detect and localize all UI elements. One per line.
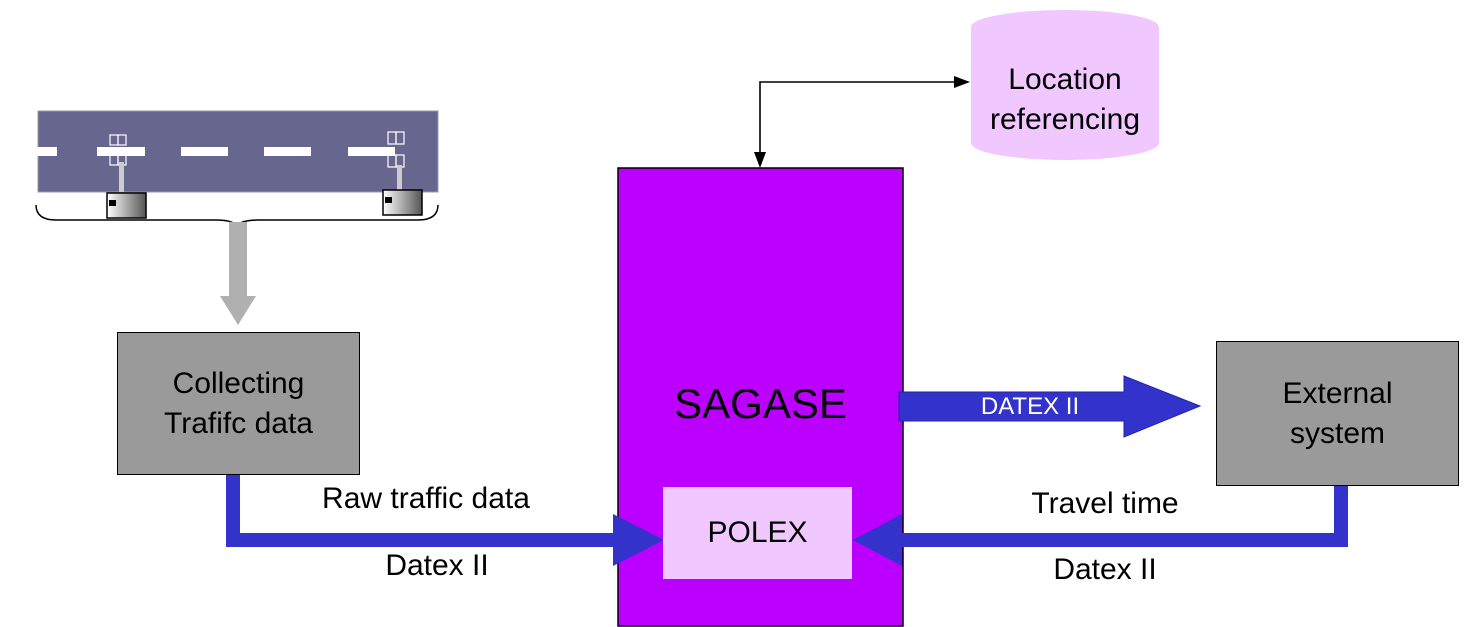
collecting-traffic-box: Collecting Trafifc data (117, 332, 360, 475)
sensor-icon (106, 192, 147, 219)
arrowhead-right (954, 76, 970, 88)
polex-box: POLEX (663, 487, 852, 579)
raw-data-arrowhead (613, 514, 664, 566)
arrowhead-down (754, 152, 766, 168)
datex-arrow-label: DATEX II (980, 393, 1080, 420)
sensor-loops-right (387, 131, 405, 168)
datex-right-label: Datex II (1053, 553, 1157, 586)
external-system-box: External system (1216, 341, 1459, 486)
lane-markings (10, 147, 395, 156)
database-cylinder (971, 10, 1159, 160)
sensor-pole-left (119, 162, 124, 192)
datex-left-label: Datex II (385, 549, 489, 582)
travel-time-connector (895, 486, 1348, 547)
travel-time-label: Travel time (1031, 487, 1179, 520)
road-illustration (10, 110, 439, 193)
raw-traffic-label: Raw traffic data (322, 482, 530, 515)
sensor-icon (382, 189, 423, 216)
gray-down-arrow (220, 222, 256, 325)
sensor-pole-right (397, 165, 402, 192)
sagase-label: SAGASE (674, 380, 847, 427)
travel-time-arrowhead (853, 514, 902, 566)
datex-arrow (898, 375, 1202, 438)
raw-data-connector (226, 475, 620, 547)
location-referencing-label: Location referencing (989, 63, 1141, 136)
location-connector (759, 81, 957, 156)
